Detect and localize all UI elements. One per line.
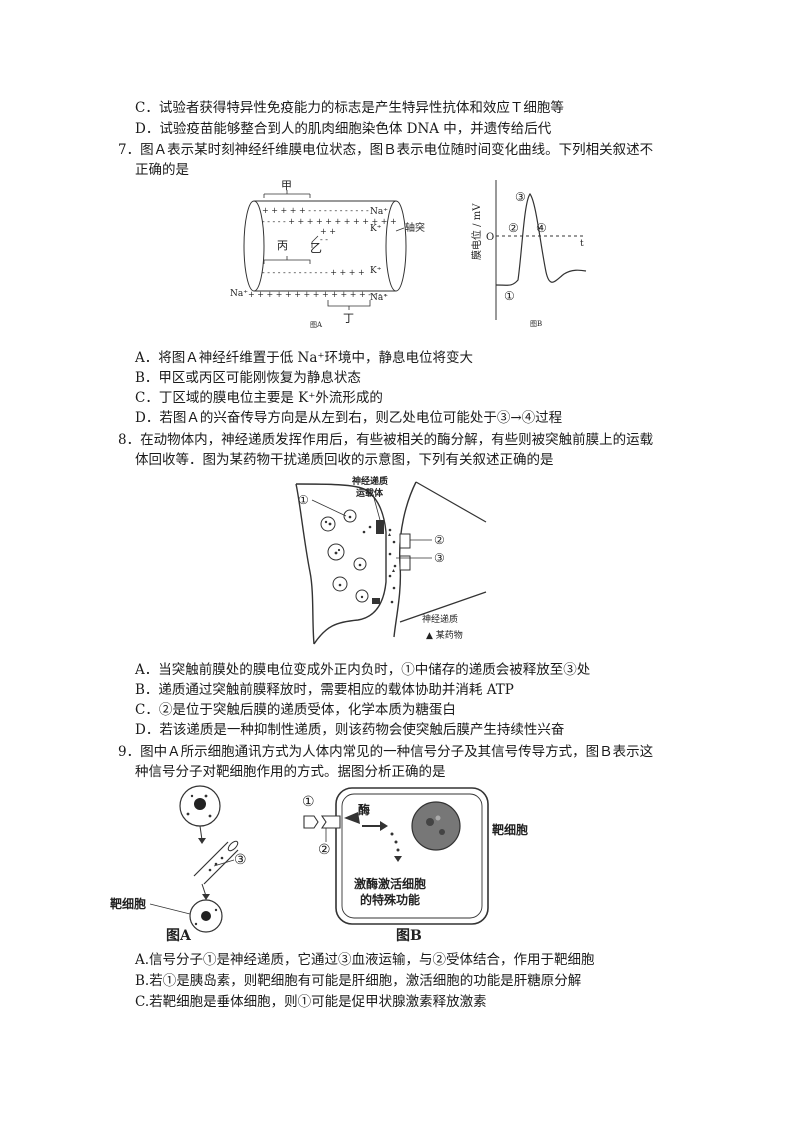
box-text-line2: 的特殊功能 [360,892,420,907]
marker-2: ② [508,221,519,235]
q9-figure-a: ③ 靶细胞 图A [110,785,247,944]
marker-2: ② [318,842,331,858]
row-outer-top: + + + + + - - - - - - - - - - - - [262,206,369,215]
label-ding: 丁 [343,312,354,325]
q9-option-a: A.信号分子①是神经递质，它通过③血液运输，与②受体结合，作用于靶细胞 [135,952,595,968]
na-left: Na⁺ [230,289,248,299]
target-label: 靶细胞 [492,822,528,837]
q8-option-b: B．递质通过突触前膜释放时，需要相应的载体协助并消耗 ATP [135,682,514,698]
q7-stem-line1: 7．图Ａ表示某时刻神经纤维膜电位状态，图Ｂ表示电位随时间变化曲线。下列相关叙述不 [118,142,654,158]
marker-3: ③ [434,551,445,565]
yi-plus: + + [320,227,336,236]
na-top: Na⁺ [370,207,388,217]
label-yi: 乙 [310,241,322,255]
marker-3: ③ [234,852,247,868]
na-bottom: Na⁺ [370,293,388,303]
q8-option-d: D．若该递质是一种抑制性递质，则该药物会使突触后膜产生持续性兴奋 [135,722,565,738]
q9-stem-line2: 种信号分子对靶细胞作用的方式。据图分析正确的是 [135,764,446,780]
row-inner-top: - - - - - + + + + + + + + + + + + [262,217,397,226]
enzyme-label: 酶 [358,802,370,817]
marker-2: ② [434,533,445,547]
label-bing: 丙 [277,239,288,252]
target-label: 靶细胞 [110,896,146,911]
caption-fig-a: 图A [166,928,192,944]
q9-figure-b: ① ② 酶 激酶激活细胞 的特殊功能 靶细胞 图B [302,787,528,944]
q9-stem-line1: 9．图中Ａ所示细胞通讯方式为人体内常见的一种信号分子及其信号传导方式，图Ｂ表示这 [118,744,654,760]
marker-1: ① [298,493,309,507]
marker-4: ④ [536,221,547,235]
k-bottom: K⁺ [370,266,382,276]
marker-3: ③ [515,190,526,204]
action-potential-curve [495,192,587,286]
origin-label: O [486,232,494,243]
caption-fig-a: 图A [310,321,323,329]
row-inner-bottom: - - - - - - - - - - - - - + + + + [262,268,365,277]
t-label: t [580,239,584,249]
q6-option-c: C．试验者获得特异性免疫能力的标志是产生特异性抗体和效应Ｔ细胞等 [135,100,564,116]
k-top: K⁺ [370,224,382,234]
q7-figure-b: 膜电位 / mV O t ③ ② ④ ① 图B [470,180,587,328]
q6-option-d: D．试验疫苗能够整合到人的肌肉细胞染色体 DNA 中，并遗传给后代 [135,121,552,137]
carrier-label-line2: 运载体 [356,487,384,499]
q7-option-d: D．若图Ａ的兴奋传导方向是从左到右，则乙处电位可能处于③→④过程 [135,410,563,426]
q7-option-a: A．将图Ａ神经纤维置于低 Na⁺环境中，静息电位将变大 [135,350,474,366]
q8-option-c: C．②是位于突触后膜的递质受体，化学本质为糖蛋白 [135,702,456,718]
row-outer-bottom: + + + + + + + + + + + + + - - - - [248,290,387,299]
q9-option-b: B.若①是胰岛素，则靶细胞有可能是肝细胞，激活细胞的功能是肝糖原分解 [135,973,582,989]
q8-option-a: A．当突触前膜处的膜电位变成外正内负时，①中储存的递质会被释放至③处 [135,662,591,678]
q7-option-c: C．丁区域的膜电位主要是 K⁺外流形成的 [135,390,383,406]
marker-1: ① [302,794,315,810]
legend-drug: ▲ 某药物 [426,629,463,641]
caption-fig-b: 图B [396,928,422,944]
label-jia: 甲 [281,179,292,192]
caption-fig-b: 图B [530,320,542,328]
q9-option-c: C.若靶细胞是垂体细胞，则①可能是促甲状腺激素释放激素 [135,994,487,1010]
box-text-line1: 激酶激活细胞 [354,876,426,891]
marker-1: ① [504,289,515,303]
axon-label: 轴突 [405,221,425,234]
yi-minus: - - [320,235,328,244]
q7-option-b: B．甲区或丙区可能刚恢复为静息状态 [135,370,361,386]
q8-stem-line2: 体回收等．图为某药物干扰递质回收的示意图，下列有关叙述正确的是 [135,452,554,468]
q8-synapse-figure: 神经递质 运载体 ① ② ③ 神经递质 ▲ 某药物 [295,475,487,645]
ylabel: 膜电位 / mV [470,203,483,260]
q7-stem-line2: 正确的是 [135,162,189,178]
q7-figure-a: 甲 + + + + + - - - - - - - - - - - - - - … [230,179,425,329]
legend-transmitter: 神经递质 [422,613,458,625]
q8-stem-line1: 8．在动物体内，神经递质发挥作用后，有些被相关的酶分解，有些则被突触前膜上的运载 [118,432,654,448]
carrier-label-line1: 神经递质 [352,475,388,487]
